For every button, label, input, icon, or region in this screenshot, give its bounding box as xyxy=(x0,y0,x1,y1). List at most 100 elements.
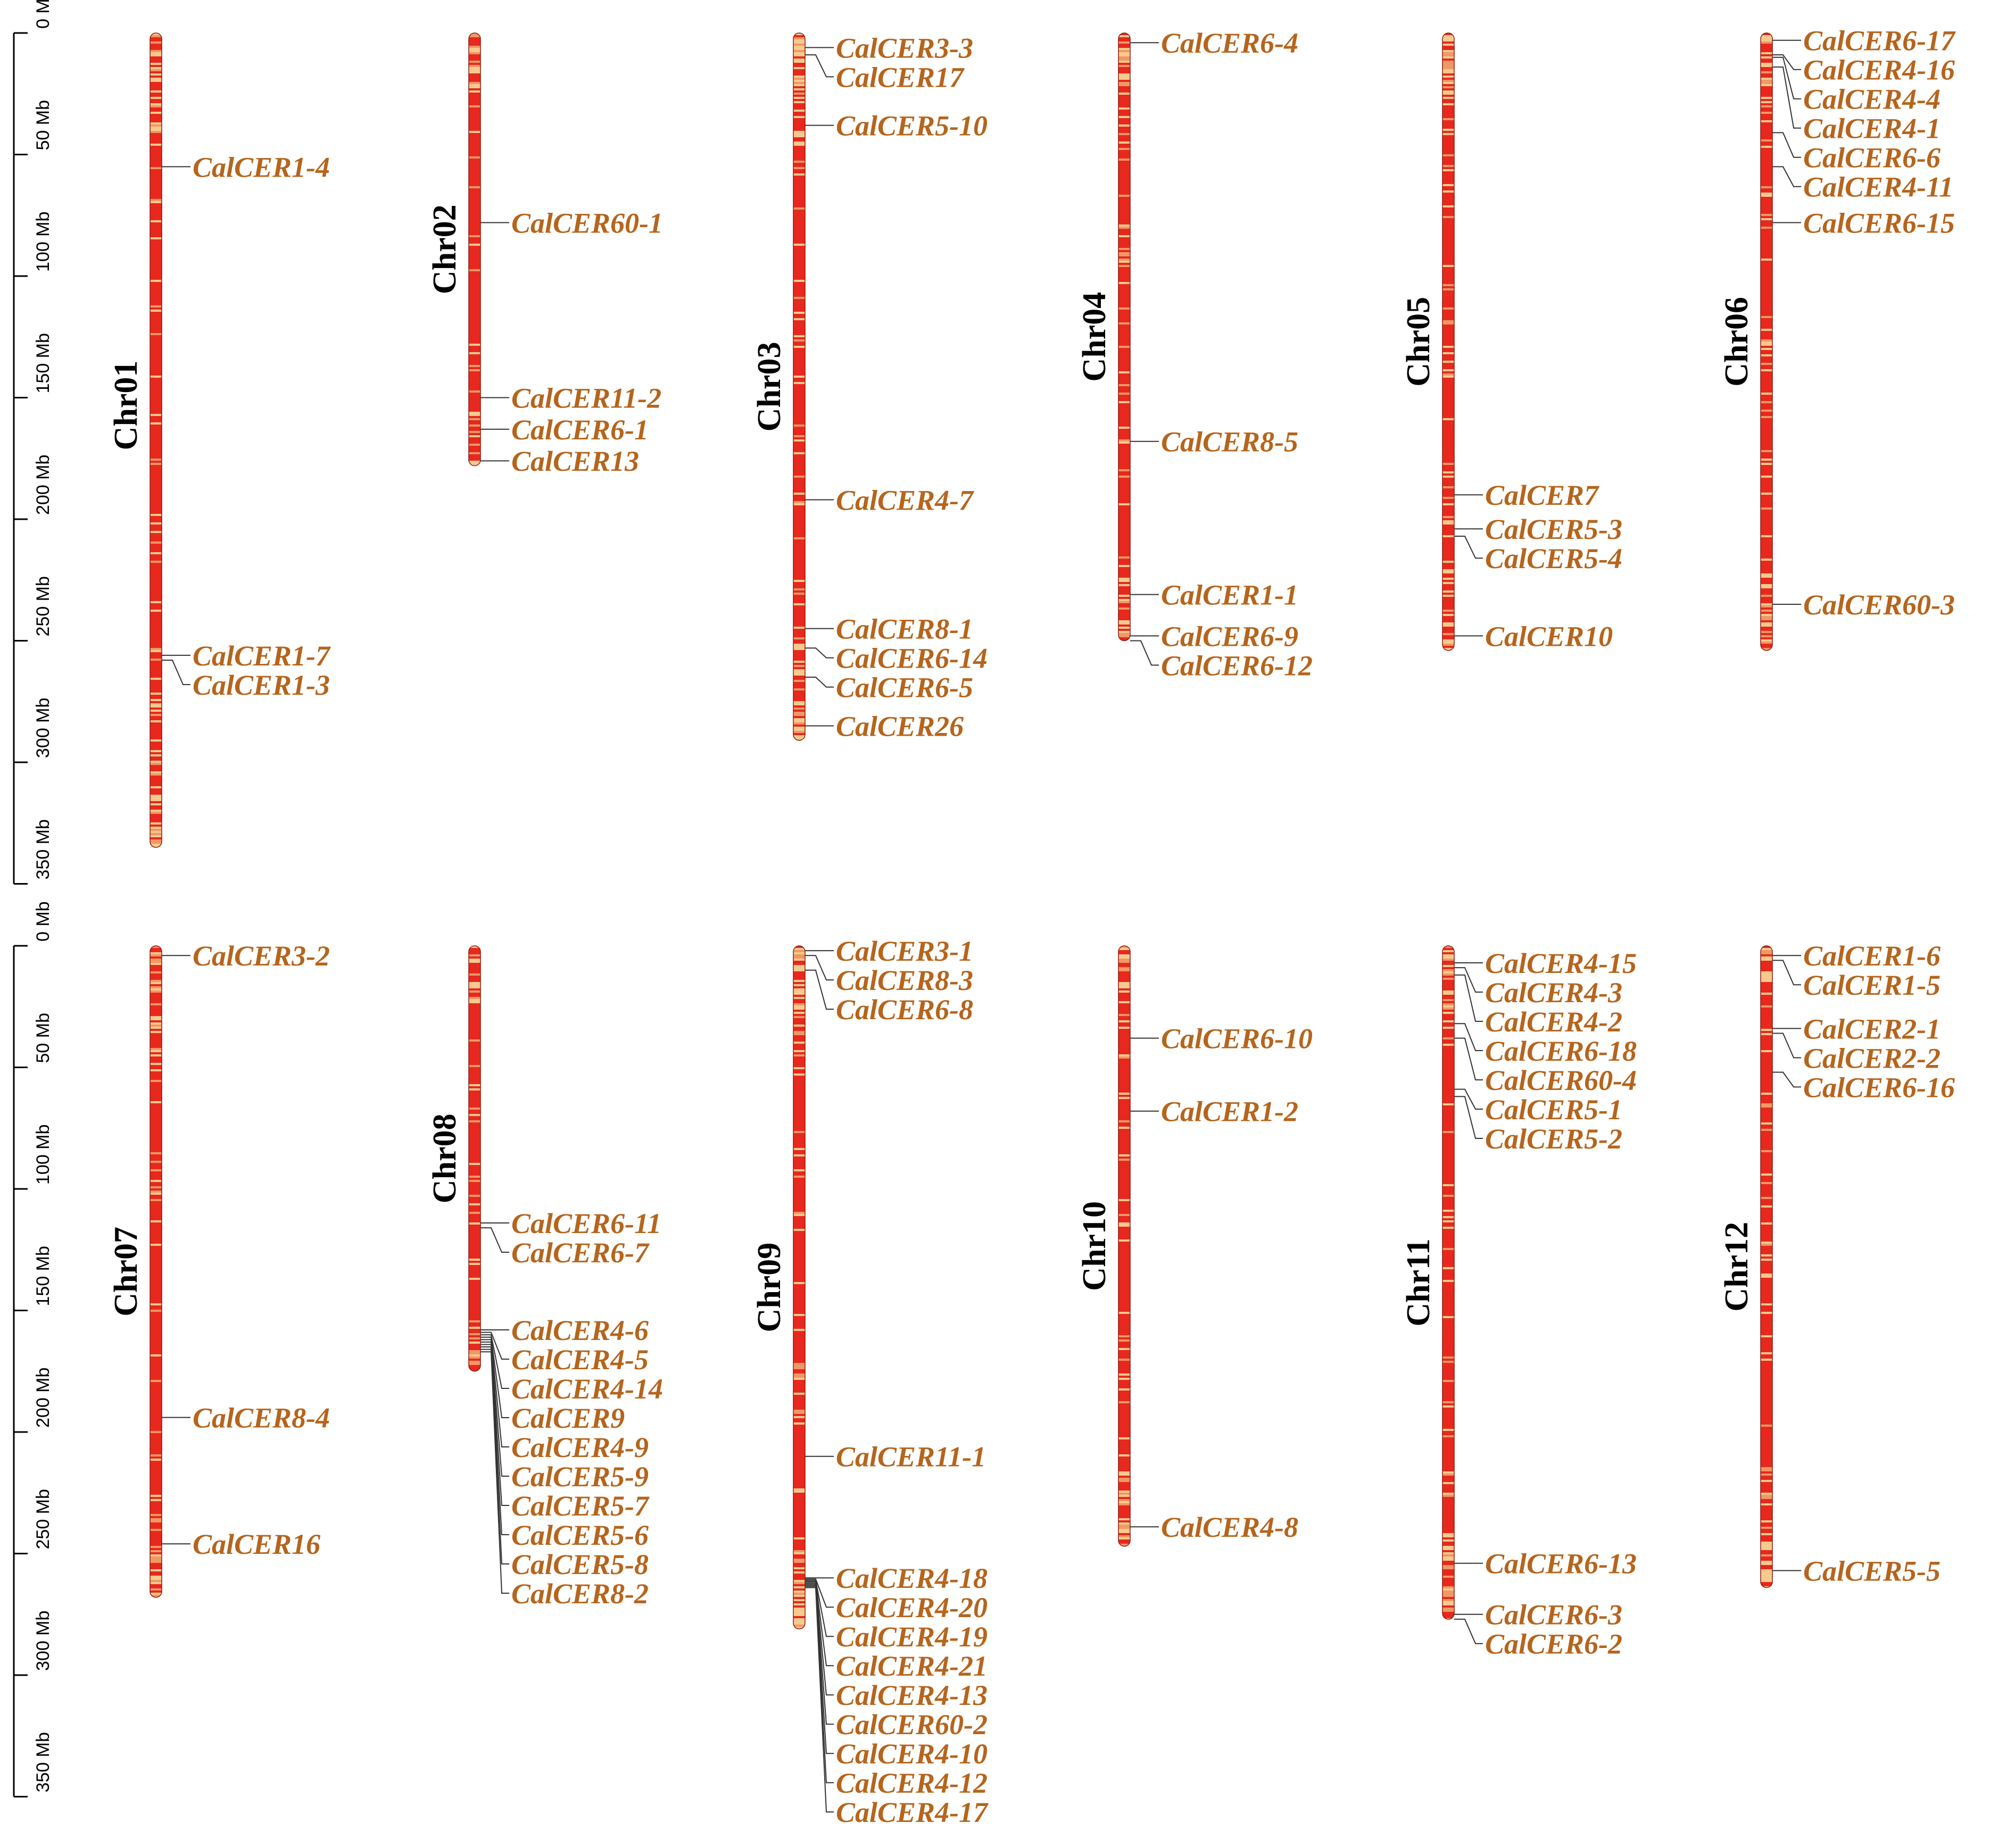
gene-leader-line xyxy=(1772,166,1801,187)
gene-marker: CalCER5-1 xyxy=(1454,1088,1622,1126)
gene-marker: CalCER16 xyxy=(162,1528,320,1560)
gene-label: CalCER26 xyxy=(836,710,964,742)
gene-marker: CalCER4-7 xyxy=(805,484,974,516)
gene-marker: CalCER6-8 xyxy=(805,969,973,1026)
gene-leader-line xyxy=(1454,1088,1483,1110)
gene-leader-line xyxy=(1454,974,1483,1022)
chromosome-outline xyxy=(1760,945,1773,1588)
gene-marker: CalCER10 xyxy=(1454,620,1613,652)
gene-leader-line xyxy=(805,1587,834,1813)
gene-label: CalCER11-1 xyxy=(836,1441,986,1473)
gene-label: CalCER4-20 xyxy=(836,1592,988,1624)
gene-label: CalCER4-17 xyxy=(836,1796,989,1828)
gene-marker: CalCER4-4 xyxy=(1772,56,1941,115)
gene-label: CalCER6-13 xyxy=(1485,1548,1637,1580)
chromosome-body xyxy=(1118,946,1130,1546)
gene-leader-line xyxy=(805,1578,834,1608)
gene-marker: CalCER6-17 xyxy=(1772,25,1956,57)
gene-label: CalCER6-3 xyxy=(1485,1599,1622,1631)
gene-marker: CalCER4-12 xyxy=(805,1586,988,1799)
gene-marker: CalCER1-5 xyxy=(1772,960,1941,1001)
gene-marker: CalCER6-10 xyxy=(1130,1023,1313,1055)
gene-marker: CalCER4-11 xyxy=(1772,166,1953,203)
gene-label: CalCER8-1 xyxy=(836,613,973,645)
gene-marker: CalCER2-2 xyxy=(1772,1033,1941,1074)
scale-tick-label: 300 Mb xyxy=(33,1611,53,1671)
gene-marker: CalCER4-6 xyxy=(480,1314,649,1346)
gene-label: CalCER1-4 xyxy=(193,151,330,183)
chromosome-outline xyxy=(150,945,162,1598)
gene-marker: CalCER6-7 xyxy=(480,1227,650,1269)
chromosome-label: Chr01 xyxy=(108,361,144,451)
gene-marker: CalCER6-14 xyxy=(805,643,988,675)
gene-leader-line xyxy=(1454,535,1483,559)
gene-leader-line xyxy=(805,969,834,1010)
gene-label: CalCER5-5 xyxy=(1803,1555,1941,1587)
gene-label: CalCER5-4 xyxy=(1485,543,1622,575)
gene-label: CalCER6-1 xyxy=(511,414,649,446)
gene-marker: CalCER3-3 xyxy=(805,32,973,64)
gene-marker: CalCER1-7 xyxy=(162,640,331,672)
gene-label: CalCER3-2 xyxy=(193,940,330,972)
gene-marker: CalCER4-21 xyxy=(805,1581,988,1682)
gene-label: CalCER8-3 xyxy=(836,964,973,996)
gene-label: CalCER6-17 xyxy=(1803,25,1956,57)
gene-marker: CalCER3-1 xyxy=(805,935,973,967)
chromosome-body xyxy=(793,33,805,740)
gene-label: CalCER60-3 xyxy=(1803,589,1955,621)
gene-marker: CalCER5-8 xyxy=(480,1348,649,1580)
gene-label: CalCER6-4 xyxy=(1161,27,1298,59)
gene-label: CalCER13 xyxy=(511,445,639,477)
gene-leader-line xyxy=(1130,640,1159,666)
gene-marker: CalCER4-8 xyxy=(1130,1511,1298,1543)
gene-leader-line xyxy=(480,1348,509,1565)
gene-label: CalCER3-3 xyxy=(836,32,973,64)
gene-label: CalCER4-16 xyxy=(1803,54,1955,86)
scale-tick-label: 100 Mb xyxy=(33,1125,53,1185)
gene-label: CalCER7 xyxy=(1485,479,1599,511)
gene-label: CalCER4-14 xyxy=(511,1373,663,1405)
gene-label: CalCER4-15 xyxy=(1485,947,1637,979)
chromosome-outline xyxy=(468,945,481,1372)
chromosome-chr08: Chr08CalCER6-11CalCER6-7CalCER4-6CalCER4… xyxy=(427,945,663,1610)
gene-label: CalCER4-2 xyxy=(1485,1006,1622,1038)
gene-marker: CalCER60-3 xyxy=(1772,589,1955,621)
chromosome-outline xyxy=(1118,32,1131,642)
gene-leader-line xyxy=(480,1346,509,1536)
gene-label: CalCER5-7 xyxy=(511,1490,650,1522)
gene-marker: CalCER4-5 xyxy=(480,1331,649,1376)
chromosome-label: Chr07 xyxy=(108,1227,144,1317)
gene-label: CalCER6-5 xyxy=(836,672,973,704)
gene-marker: CalCER6-18 xyxy=(1454,1023,1637,1067)
gene-label: CalCER10 xyxy=(1485,620,1613,652)
scale-tick-label: 50 Mb xyxy=(33,1013,53,1063)
chromosome-outline xyxy=(1442,945,1455,1620)
gene-label: CalCER3-1 xyxy=(836,935,973,967)
chromosome-body xyxy=(150,33,162,847)
chromosome-label: Chr04 xyxy=(1076,292,1113,382)
gene-label: CalCER4-21 xyxy=(836,1650,988,1682)
scale-tick-label: 50 Mb xyxy=(33,100,53,151)
gene-leader-line xyxy=(480,1336,509,1419)
gene-marker: CalCER60-2 xyxy=(805,1583,988,1741)
gene-label: CalCER8-2 xyxy=(511,1578,649,1610)
gene-leader-line xyxy=(805,1584,834,1754)
gene-marker: CalCER17 xyxy=(805,54,965,93)
gene-label: CalCER4-3 xyxy=(1485,977,1622,1009)
gene-leader-line xyxy=(1772,1071,1801,1088)
gene-leader-line xyxy=(480,1344,509,1506)
chromosome-label: Chr03 xyxy=(751,342,787,432)
chromosome-body xyxy=(469,33,480,466)
gene-marker: CalCER7 xyxy=(1454,479,1599,511)
chromosome-chr03: Chr03CalCER3-3CalCER17CalCER5-10CalCER4-… xyxy=(751,32,988,742)
gene-label: CalCER6-8 xyxy=(836,994,973,1026)
gene-label: CalCER4-7 xyxy=(836,484,974,516)
gene-leader-line xyxy=(805,955,834,981)
chromosome-label: Chr09 xyxy=(751,1243,787,1333)
scale-tick-label: 100 Mb xyxy=(33,212,53,272)
chromosome-chr09: Chr09 CalCER3-1CalCER8-3CalCER6-8CalCER11… xyxy=(751,935,989,1828)
